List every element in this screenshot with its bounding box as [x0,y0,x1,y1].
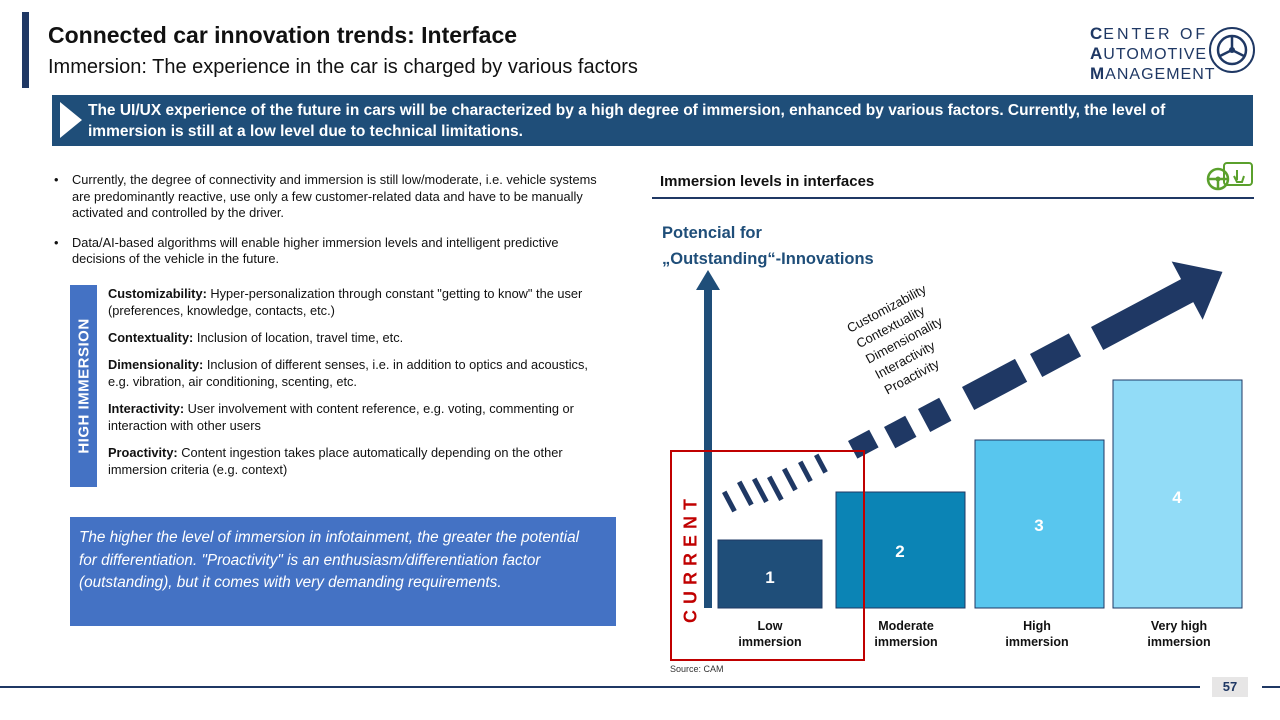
chart-title: Immersion levels in interfaces [660,173,875,190]
logo-line-3: ANAGEMENT [1105,66,1216,83]
level-number-3: 3 [1034,516,1043,535]
x-label-line: immersion [1147,635,1211,649]
factor-dimensionality: Dimensionality: Inclusion of different s… [108,356,608,390]
x-label-line: Very high [1150,619,1208,633]
bullet-list: • Currently, the degree of connectivity … [52,172,612,281]
factor-description: User involvement with content reference,… [108,401,574,433]
factor-name: Dimensionality: [108,357,204,372]
level-number-4: 4 [1172,488,1182,507]
x-label-line: immersion [738,635,802,649]
factor-name: Interactivity: [108,401,185,416]
factor-name: Contextuality: [108,330,194,345]
factor-interactivity: Interactivity: User involvement with con… [108,400,608,434]
high-immersion-label: HIGH IMMERSION [75,318,92,454]
level-number-2: 2 [895,542,904,561]
play-arrow-icon [60,102,82,138]
bullet-dot-icon: • [54,234,59,250]
immersion-factor-list: Customizability: Hyper-personalization t… [108,285,608,488]
page-number: 57 [1212,677,1248,697]
footer-rule-right [1262,686,1280,688]
bullet-dot-icon: • [54,172,59,187]
current-label-box: CURRENT [676,493,706,623]
bullet-text: Data/AI-based algorithms will enable hig… [72,234,559,267]
page-subtitle: Immersion: The experience in the car is … [48,56,638,78]
source-note: Source: CAM [670,664,724,674]
logo-line-2: UTOMOTIVE [1103,46,1208,63]
current-highlight-frame [670,450,865,661]
y-axis-arrow [696,270,720,608]
y-axis-label-line-2: „Outstanding“-Innovations [662,250,874,268]
level-bar-4 [1112,379,1243,609]
page-title: Connected car innovation trends: Interfa… [48,22,518,48]
factor-customizability: Customizability: Hyper-personalization t… [108,285,608,319]
y-axis-label: Potencial for „Outstanding“-Innovations [662,220,874,272]
level-bars [717,379,1243,609]
factor-proactivity: Proactivity: Content ingestion takes pla… [108,444,608,478]
x-label-line: immersion [1005,635,1069,649]
key-message-banner: The UI/UX experience of the future in ca… [52,95,1253,146]
logo-wordmark: CENTER OF AUTOMOTIVE MANAGEMENT [1090,24,1216,83]
factor-name: Proactivity: [108,445,178,460]
x-label-line: immersion [874,635,938,649]
x-label-line: Moderate [878,619,934,633]
conclusion-box: The higher the level of immersion in inf… [70,517,616,626]
title-accent-bar [22,12,29,88]
immersion-levels-diagram: 1 2 3 4 Customizability Contextuality Di… [670,261,1243,661]
footer-rule [0,686,1200,688]
bullet-item: • Currently, the degree of connectivity … [52,172,612,222]
level-number-1: 1 [765,568,774,587]
growth-dashed-arrow [722,261,1223,513]
factor-contextuality: Contextuality: Inclusion of location, tr… [108,329,608,346]
bullet-text: Currently, the degree of connectivity an… [72,172,597,220]
x-label-level-3: High immersion [977,618,1097,650]
x-label-line: High [1023,619,1051,633]
factor-description: Inclusion of different senses, i.e. in a… [108,357,588,389]
level-bar-1 [717,539,823,609]
x-label-level-2: Moderate immersion [846,618,966,650]
steering-wheel-touch-icon [1206,162,1253,191]
factor-description: Inclusion of location, travel time, etc. [193,330,404,345]
level-bar-3 [974,439,1105,609]
current-label: CURRENT [680,493,701,623]
x-label-line: Low [757,619,783,633]
factor-description: Hyper-personalization through constant "… [108,286,583,318]
chart-title-underline [652,197,1254,199]
level-bar-2 [835,491,966,609]
banner-text: The UI/UX experience of the future in ca… [88,102,1166,140]
x-label-level-1: Low immersion [720,618,820,650]
steering-wheel-seal-icon [1209,27,1255,73]
arrow-factor-labels: Customizability Contextuality Dimensiona… [844,281,945,397]
x-label-level-4: Very high immersion [1119,618,1239,650]
conclusion-text: The higher the level of immersion in inf… [79,529,579,591]
factor-name: Customizability: [108,286,207,301]
high-immersion-label-box: HIGH IMMERSION [70,285,97,487]
cam-logo: CENTER OF AUTOMOTIVE MANAGEMENT [1090,24,1260,83]
logo-line-1: ENTER OF [1103,26,1209,43]
factor-description: Content ingestion takes place automatica… [108,445,563,477]
y-axis-label-line-1: Potencial for [662,224,762,242]
bullet-item: • Data/AI-based algorithms will enable h… [52,235,612,268]
